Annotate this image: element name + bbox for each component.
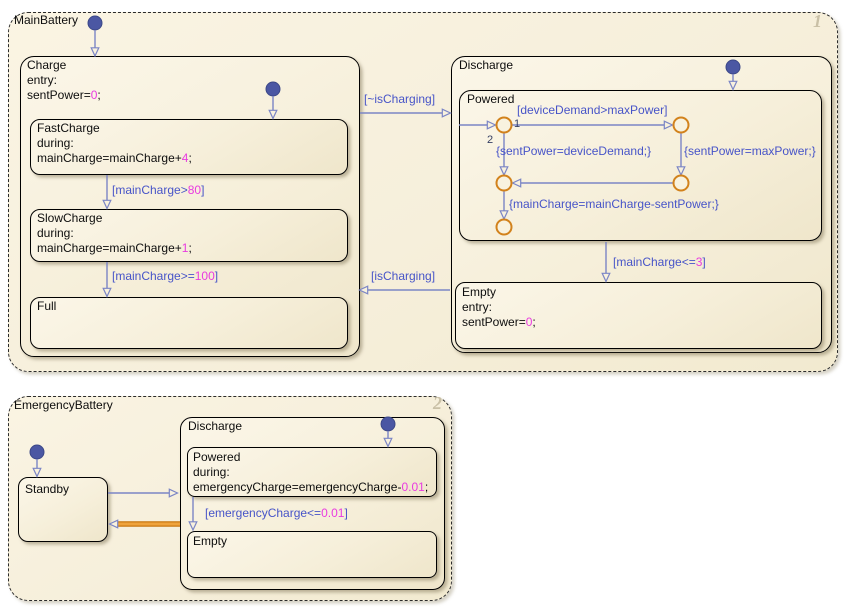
slowcharge-during-code: mainCharge=mainCharge+1; <box>37 241 192 255</box>
powered-main-title: Powered <box>467 92 515 106</box>
guard-emergencycharge-le[interactable]: [emergencyCharge<=0.01] <box>205 506 348 520</box>
powered-emergency-title: Powered <box>193 450 241 464</box>
guard-not-ischarging[interactable]: [~isCharging] <box>364 92 436 106</box>
guard-maincharge-ge-100[interactable]: [mainCharge>=100] <box>112 269 219 283</box>
state-empty-emergency[interactable] <box>187 531 437 578</box>
state-full[interactable] <box>30 297 348 349</box>
empty-main-entry-code: sentPower=0; <box>462 315 536 329</box>
state-standby[interactable] <box>18 477 108 542</box>
discharge-emergency-title: Discharge <box>188 419 243 433</box>
powered-emergency-during-code: emergencyCharge=emergencyCharge-0.01; <box>193 480 429 494</box>
guard-maincharge-le-3[interactable]: [mainCharge<=3] <box>613 255 706 269</box>
empty-main-entry-label: entry: <box>462 300 493 314</box>
empty-emergency-title: Empty <box>193 534 228 548</box>
action-maincharge-minus-sentpower[interactable]: {mainCharge=mainCharge-sentPower;} <box>509 197 719 211</box>
state-powered-emergency[interactable] <box>187 447 437 497</box>
charge-entry-label: entry: <box>27 73 58 87</box>
mainbattery-title: MainBattery <box>14 13 79 27</box>
guard-maincharge-gt-80[interactable]: [mainCharge>80] <box>112 183 205 197</box>
mainbattery-page-badge: 1 <box>813 11 822 31</box>
standby-title: Standby <box>25 482 70 496</box>
discharge-main-title: Discharge <box>459 58 514 72</box>
slowcharge-during-label: during: <box>37 226 74 240</box>
emergencybattery-page-badge: 2 <box>433 393 442 413</box>
slowcharge-title: SlowCharge <box>37 211 103 225</box>
state-empty-main[interactable] <box>455 282 822 349</box>
charge-title: Charge <box>27 58 67 72</box>
state-slowcharge[interactable] <box>30 209 348 262</box>
empty-main-title: Empty <box>462 285 497 299</box>
action-sentpower-devicedemand[interactable]: {sentPower=deviceDemand;} <box>496 144 652 158</box>
charge-entry-code: sentPower=0; <box>27 88 101 102</box>
state-powered-main[interactable] <box>459 90 822 241</box>
emergencybattery-title: EmergencyBattery <box>14 398 113 412</box>
junction-port-2: 2 <box>487 134 494 146</box>
full-title: Full <box>37 299 57 313</box>
powered-emergency-during-label: during: <box>193 465 230 479</box>
action-sentpower-maxpower[interactable]: {sentPower=maxPower;} <box>684 144 816 158</box>
fastcharge-title: FastCharge <box>37 121 100 135</box>
fastcharge-during-label: during: <box>37 136 74 150</box>
junction-port-1: 1 <box>514 118 521 130</box>
state-fastcharge[interactable] <box>30 119 348 175</box>
guard-ischarging[interactable]: [isCharging] <box>371 269 436 283</box>
fastcharge-during-code: mainCharge=mainCharge+4; <box>37 151 192 165</box>
guard-devicedemand[interactable]: [deviceDemand>maxPower] <box>517 103 668 117</box>
